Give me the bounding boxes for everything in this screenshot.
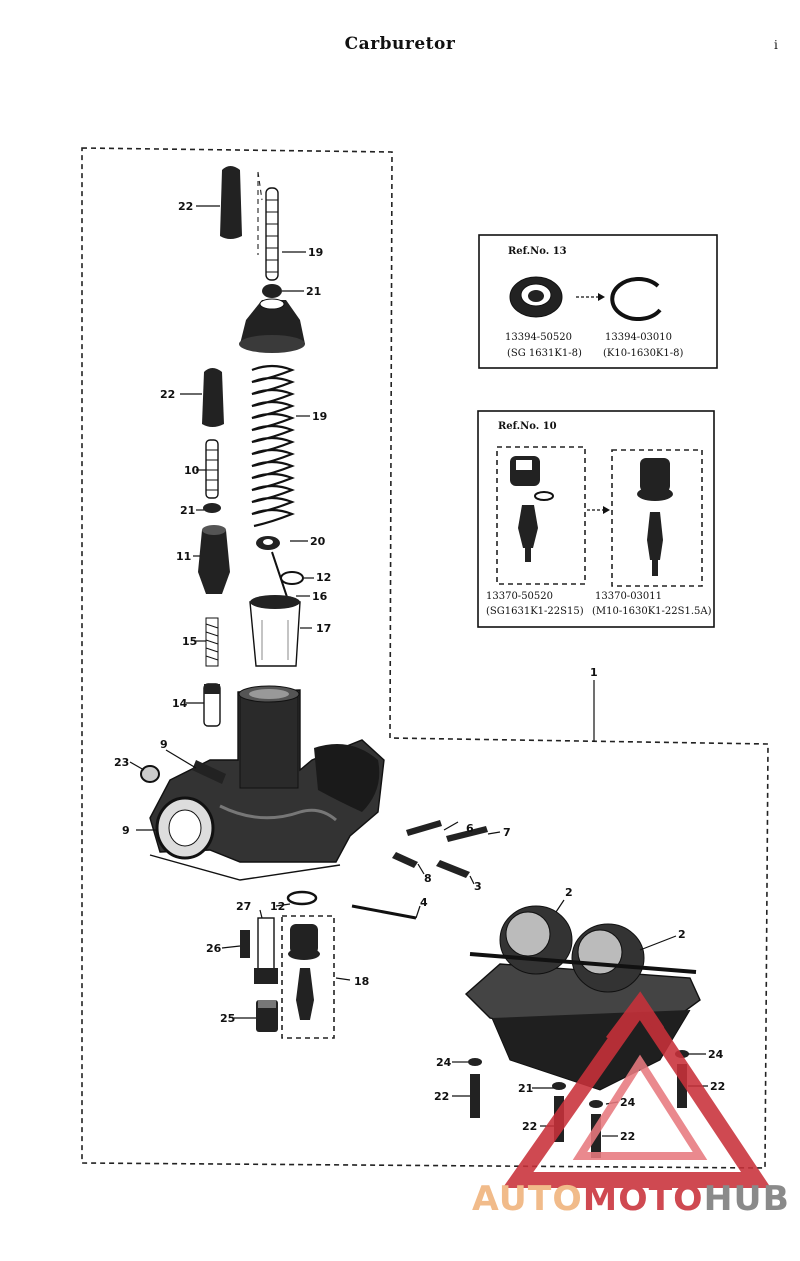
callout-26: 26 [206,942,222,955]
throttle-valve-spring [251,364,295,528]
inset-13-old-ring-icon [509,276,563,318]
mixing-chamber-top [239,298,305,353]
pilot-screw-6 [406,820,442,836]
callout-4: 4 [420,896,428,909]
inset-10-old-part-fitment: (SG1631K1-22S15) [486,606,584,617]
starter-spring [205,617,219,667]
needle-jet-holder-27 [254,917,278,984]
drain-tube-4 [351,904,417,920]
inset-13-old-part-fitment: (SG 1631K1-8) [507,348,582,359]
callout-labels: 1 2 2 3 4 6 7 8 9 9 10 11 12 12 14 15 16… [114,200,725,1143]
inset-10-new-seat-icon [637,458,673,576]
callout-18: 18 [354,975,369,988]
inset-10-new-part-number: 13370-03011 [595,591,662,602]
main-jet-25 [256,1000,278,1032]
inset-10-arrow-icon [587,506,610,514]
callout-25: 25 [220,1012,235,1025]
logo-text: AUTOMOTOHUB [472,1179,790,1219]
corner-mark: i [774,38,778,52]
callout-7: 7 [503,826,511,839]
float-valve-group-box [281,915,335,1039]
callout-3: 3 [474,880,482,893]
callout-2-right: 2 [678,928,686,941]
callout-9-top: 9 [160,738,168,751]
inset-13-ref: Ref.No. 13 [508,246,567,257]
float-2a [499,905,573,975]
throttle-stop-screw [192,760,226,784]
callout-24-b: 24 [620,1096,636,1109]
starter-locknut [203,503,221,513]
callout-8: 8 [424,872,432,885]
assembly-boundary [81,147,769,1169]
float-2b [571,923,645,993]
inset-13-new-part-fitment: (K10-1630K1-8) [603,348,683,359]
callout-15: 15 [182,635,197,648]
idle-screw-23 [140,765,160,783]
inset-13-new-ring-icon [610,277,662,322]
main-jet-washer-12 [286,890,318,906]
inset-13-arrow-icon [576,293,605,301]
callout-24-a: 24 [436,1056,452,1069]
callout-5: 6 [466,822,474,835]
inset-10-new-part-fitment: (M10-1630K1-22S1.5A) [592,606,712,617]
callout-20: 20 [310,535,326,548]
callout-1: 1 [590,666,598,679]
inset-13-old-part-number: 13394-50520 [505,332,572,343]
starter-adjuster [205,439,219,499]
needle-clip [280,571,304,585]
callout-2-upper: 2 [565,886,573,899]
starter-plunger-cap [203,683,221,727]
callout-27: 27 [236,900,251,913]
callout-22-top: 22 [178,200,193,213]
callout-12-lower: 12 [270,900,285,913]
cap-rubber-left [202,368,224,427]
callout-19-spring: 19 [312,410,327,423]
callout-23: 23 [114,756,129,769]
callout-24-c: 24 [708,1048,724,1061]
jet-8 [392,852,418,868]
callout-22-lower-c: 22 [620,1130,635,1143]
callout-21-lower: 21 [518,1082,533,1095]
page-title: Carburetor [344,34,456,54]
inset-13-box [478,234,718,369]
callout-22-left: 22 [160,388,175,401]
inset-10-old-group-box [496,446,586,585]
callout-9-left: 9 [122,824,130,837]
inset-10-old-part-number: 13370-50520 [486,591,553,602]
throttle-cable-adjuster [257,171,279,281]
float-arm-pin [469,952,697,974]
throttle-valve [249,595,301,667]
adjuster-locknut [262,284,282,298]
pilot-screw-7 [446,826,488,842]
carburetor-body [149,685,385,881]
jet-5 [436,860,470,878]
callout-16: 16 [312,590,328,603]
inset-13-new-part-number: 13394-03010 [605,332,672,343]
callout-11: 11 [176,550,191,563]
jet-needle [271,551,289,601]
inset-10-old-seat-icon [510,456,554,562]
inset-10-box [477,410,715,628]
callout-22-lower-d: 22 [710,1080,725,1093]
callout-22-lower-b: 22 [522,1120,537,1133]
inset-10-new-group-box [611,449,703,587]
pilot-jet-26 [240,930,250,958]
callout-22-lower-a: 22 [434,1090,449,1103]
callout-14: 14 [172,697,188,710]
callout-21-left: 21 [180,504,195,517]
float-valve-seat-18 [288,924,320,1020]
starter-plunger [198,525,230,594]
callout-10: 10 [184,464,200,477]
float-chamber [464,963,701,1091]
callout-21-upper: 21 [306,285,321,298]
inset-10-ref: Ref.No. 10 [498,421,557,432]
needle-retainer [256,536,280,550]
cap-rubber-top [220,166,242,239]
callout-19-upper: 19 [308,246,323,259]
callout-12-upper: 12 [316,571,331,584]
automotohub-logo: AUTOMOTOHUB [472,991,790,1219]
callout-17: 17 [316,622,331,635]
